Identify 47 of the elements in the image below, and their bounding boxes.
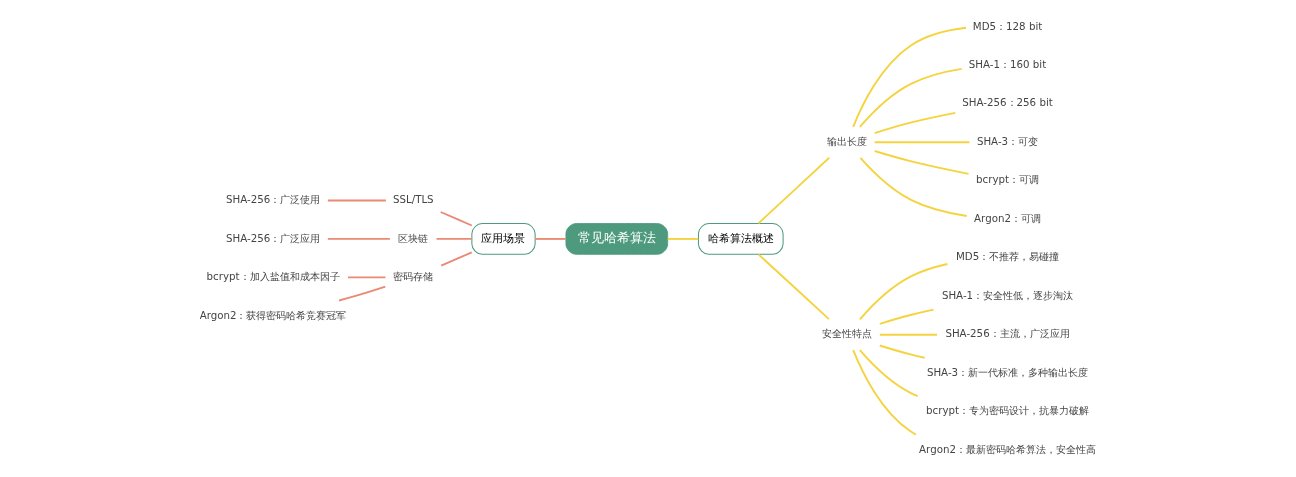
node-text: SHA-1：安全性低，逐步淘汰 (941, 288, 1074, 301)
node-text: SHA-1：160 bit (968, 58, 1047, 71)
node-text: Argon2：可调 (974, 211, 1041, 224)
connector (873, 150, 970, 175)
connector (757, 253, 830, 321)
connector (878, 344, 926, 359)
node-text: SHA-3：可变 (976, 134, 1039, 147)
connector (439, 211, 473, 227)
node-text: bcrypt：可调 (976, 173, 1040, 186)
connector (878, 308, 935, 325)
connector (859, 157, 968, 217)
node-box: 应用场景 (471, 223, 536, 255)
connector (873, 111, 957, 135)
node-text: 输出长度 (826, 134, 867, 147)
node-box: 哈希算法概述 (697, 223, 784, 255)
connector (440, 251, 473, 267)
connector (666, 238, 700, 240)
node-text: bcrypt：专为密码设计，抗暴力破解 (926, 404, 1090, 417)
node-text: SHA-256：广泛使用 (225, 193, 321, 206)
node-text: MD5：128 bit (972, 19, 1043, 32)
node-text: SSL/TLS (392, 193, 434, 206)
connector (858, 263, 949, 321)
node-text: SHA-256：主流，广泛应用 (945, 327, 1070, 340)
connector (878, 333, 939, 336)
node-text: 密码存储 (393, 270, 434, 283)
connector (326, 238, 391, 240)
connector (435, 238, 473, 240)
node-text: 区块链 (398, 231, 429, 244)
connector (757, 156, 831, 225)
connector (852, 349, 917, 436)
node-box: 常见哈希算法 (565, 223, 669, 255)
connector (534, 238, 567, 240)
connector (347, 276, 387, 279)
connector (873, 141, 971, 144)
connector (326, 199, 387, 202)
node-text: Argon2：最新密码哈希算法，安全性高 (919, 442, 1096, 455)
node-text: MD5：不推荐，易碰撞 (955, 250, 1060, 263)
node-text: bcrypt：加入盐值和成本因子 (206, 270, 340, 283)
connector (338, 285, 387, 302)
connector (852, 26, 967, 128)
node-text: SHA-256：广泛应用 (225, 231, 321, 244)
connector (858, 349, 919, 398)
node-text: 安全性特点 (821, 327, 872, 340)
connector (858, 68, 963, 128)
node-text: Argon2：获得密码哈希竞赛冠军 (199, 308, 347, 321)
node-text: SHA-256：256 bit (962, 96, 1053, 109)
node-text: SHA-3：新一代标准，多种输出长度 (926, 365, 1089, 378)
